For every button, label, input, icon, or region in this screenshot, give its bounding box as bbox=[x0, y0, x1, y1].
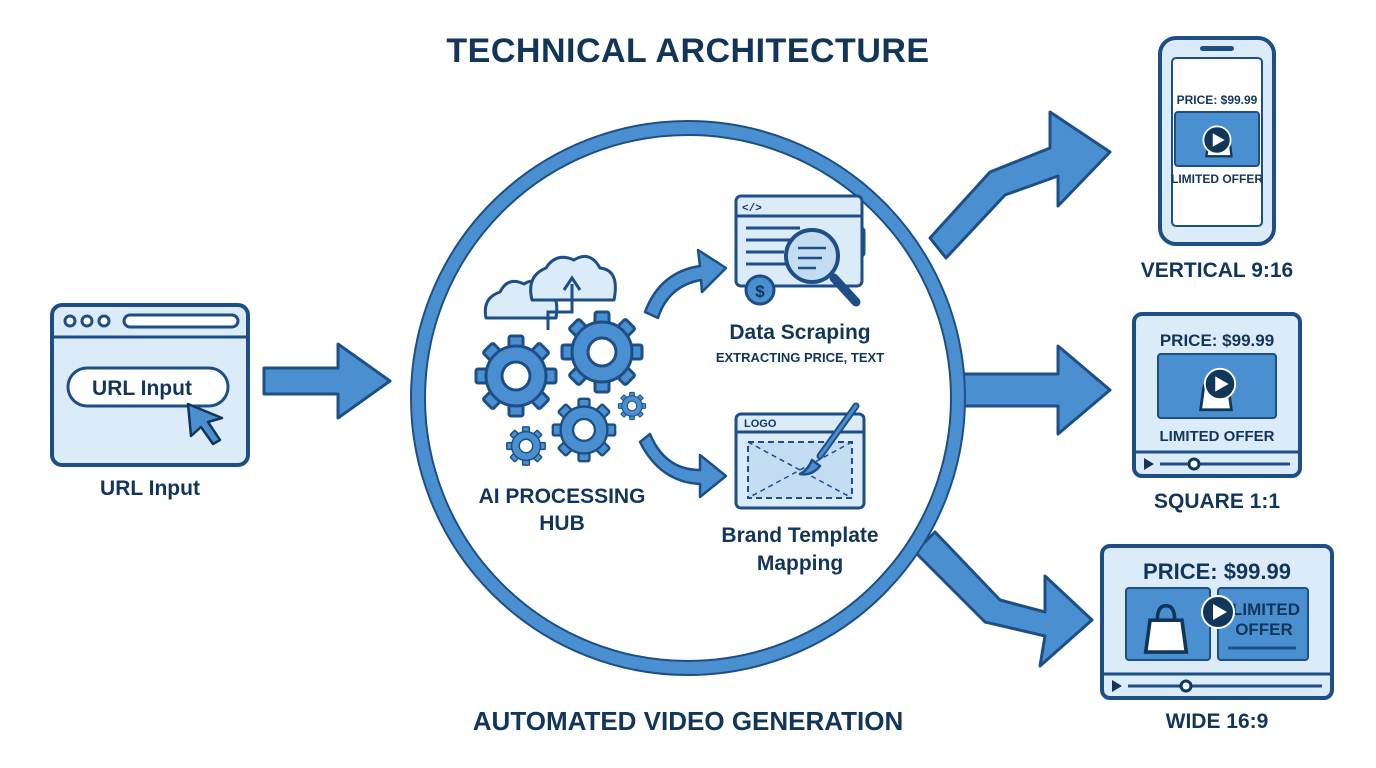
output-vertical-caption: VERTICAL 9:16 bbox=[1141, 259, 1294, 282]
vertical-offer-text: LIMITED OFFER bbox=[1171, 172, 1263, 186]
output-arrow-wide bbox=[913, 530, 1094, 668]
output-square-caption: SQUARE 1:1 bbox=[1154, 490, 1280, 513]
wide-price-text: PRICE: $99.99 bbox=[1143, 559, 1291, 584]
data-scraping-title: Data Scraping bbox=[729, 321, 870, 344]
gear-icon bbox=[551, 397, 617, 463]
address-bar bbox=[122, 313, 240, 329]
url-input-browser: URL Input bbox=[50, 303, 250, 467]
play-button-icon bbox=[1201, 595, 1235, 629]
wide-offer-line2: OFFER bbox=[1235, 620, 1293, 639]
magnifier-icon bbox=[784, 228, 861, 307]
output-arrow-vertical bbox=[928, 110, 1112, 260]
output-wide-player: PRICE: $99.99 LIMITED OFFER bbox=[1100, 544, 1334, 700]
curved-arrow-to-scraping bbox=[643, 248, 728, 320]
gear-icon bbox=[506, 426, 546, 466]
paintbrush-icon bbox=[798, 402, 860, 476]
brand-template-title-line2: Mapping bbox=[757, 552, 843, 575]
cursor-icon bbox=[186, 402, 224, 446]
input-arrow bbox=[262, 342, 392, 420]
hub-label-line1: AI PROCESSING bbox=[479, 485, 646, 508]
curved-arrow-to-template bbox=[638, 432, 728, 499]
window-dot-icon bbox=[63, 314, 77, 328]
play-button-icon bbox=[1203, 367, 1237, 401]
progress-knob bbox=[1179, 679, 1193, 693]
play-control-icon bbox=[1112, 680, 1122, 692]
square-price-text: PRICE: $99.99 bbox=[1160, 331, 1274, 350]
gear-icon bbox=[474, 334, 558, 418]
url-input-field bbox=[66, 366, 230, 408]
hub-label-line2: HUB bbox=[539, 512, 585, 535]
code-tag-text: </> bbox=[742, 203, 762, 215]
gear-icon bbox=[617, 391, 647, 421]
progress-knob bbox=[1187, 457, 1201, 471]
window-dot-icon bbox=[80, 314, 94, 328]
output-wide-caption: WIDE 16:9 bbox=[1166, 710, 1269, 733]
coin-dollar-text: $ bbox=[755, 282, 765, 301]
square-offer-text: LIMITED OFFER bbox=[1160, 428, 1275, 445]
brand-template-title-line1: Brand Template bbox=[721, 524, 878, 547]
gear-icon bbox=[560, 310, 644, 394]
output-arrow-square bbox=[956, 344, 1112, 436]
output-square-player: PRICE: $99.99 LIMITED OFFER bbox=[1132, 312, 1302, 478]
data-scraping-subtitle: EXTRACTING PRICE, TEXT bbox=[716, 350, 884, 365]
coin-icon: $ bbox=[744, 274, 776, 306]
upload-arrow-icon bbox=[546, 284, 574, 330]
logo-placeholder-text: LOGO bbox=[744, 418, 777, 430]
template-window-icon: LOGO bbox=[734, 412, 866, 510]
vertical-price-text: PRICE: $99.99 bbox=[1177, 93, 1258, 107]
play-control-icon bbox=[1144, 458, 1154, 470]
diagram-title: TECHNICAL ARCHITECTURE bbox=[446, 32, 930, 70]
output-vertical-phone: PRICE: $99.99 LIMITED OFFER bbox=[1158, 36, 1276, 246]
url-input-caption: URL Input bbox=[100, 477, 200, 500]
wide-offer-line1: LIMITED bbox=[1232, 600, 1300, 619]
play-button-icon bbox=[1202, 125, 1232, 155]
url-input-field-text: URL Input bbox=[92, 377, 192, 400]
diagram-footer: AUTOMATED VIDEO GENERATION bbox=[472, 706, 904, 736]
window-dot-icon bbox=[97, 314, 111, 328]
